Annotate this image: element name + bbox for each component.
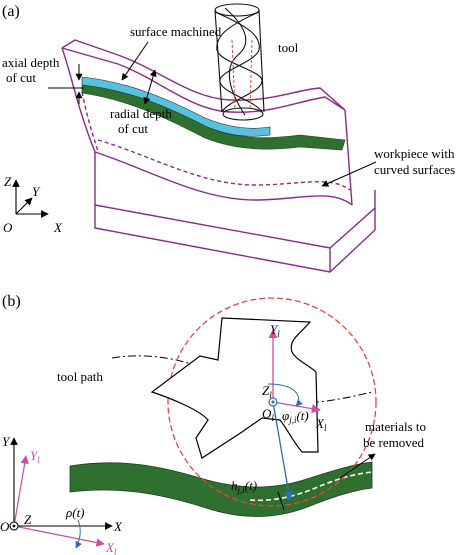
cutter-profile — [150, 317, 319, 459]
zl-label: Zl — [262, 383, 272, 400]
axis-a-y: Y — [32, 184, 41, 199]
axis-a-origin: O — [3, 220, 13, 235]
workpiece-label-2: curved surfaces — [374, 162, 455, 177]
surface-machined-leader — [121, 41, 149, 81]
axes-a — [12, 179, 49, 218]
workpiece-base — [94, 152, 376, 273]
h-label: hj,i(t) — [231, 478, 257, 495]
surface-machined-label: surface machined — [130, 24, 222, 39]
phi-label: φj,i(t) — [282, 408, 309, 425]
local-axes — [267, 329, 321, 501]
xl-label: Xl — [315, 416, 327, 433]
ol-label: Ol — [262, 406, 274, 423]
tool-label: tool — [278, 40, 299, 55]
material-boundary — [249, 471, 373, 502]
radial-depth-label-2: of cut — [118, 121, 148, 136]
rho-label: ρ(t) — [65, 505, 85, 520]
yl-label: Yl — [270, 322, 280, 339]
radial-depth-arrow — [143, 69, 157, 105]
axis-a-x: X — [53, 220, 63, 235]
workpiece-label-1: workpiece with — [374, 146, 455, 161]
workpiece-body — [61, 39, 353, 206]
tool-circle — [167, 297, 377, 507]
axial-depth-label-1: axial depth — [2, 55, 60, 70]
panel-b: (b) tool path Yl Zl Ol Xl φj,i(t) hj,i(t… — [0, 293, 426, 555]
axis-b-origin: O — [0, 519, 10, 534]
h-depth-mark — [277, 491, 285, 511]
panel-a-label: (a) — [2, 3, 20, 20]
axial-depth-label-2: of cut — [6, 70, 36, 85]
materials-label-2: be removed — [363, 435, 425, 450]
materials-label-1: materials to — [365, 419, 426, 434]
materials-leader — [339, 453, 376, 479]
axes-b — [9, 437, 113, 549]
panel-b-label: (b) — [2, 293, 21, 310]
workpiece-leader — [321, 161, 377, 187]
tool-path-label: tool path — [57, 369, 103, 384]
workpiece-band-b — [69, 461, 373, 517]
axis-b-x: X — [113, 519, 123, 534]
axis-b-y: Y — [2, 434, 11, 449]
axis-a-z: Z — [4, 174, 12, 189]
tool-endmill — [214, 3, 265, 121]
panel-a: (a) — [2, 3, 455, 273]
axis-b-xl: Xl — [105, 540, 117, 555]
axis-b-yl: Yl — [30, 448, 40, 465]
axis-b-z: Z — [24, 512, 32, 527]
radial-depth-label-1: radial depth — [110, 106, 172, 121]
